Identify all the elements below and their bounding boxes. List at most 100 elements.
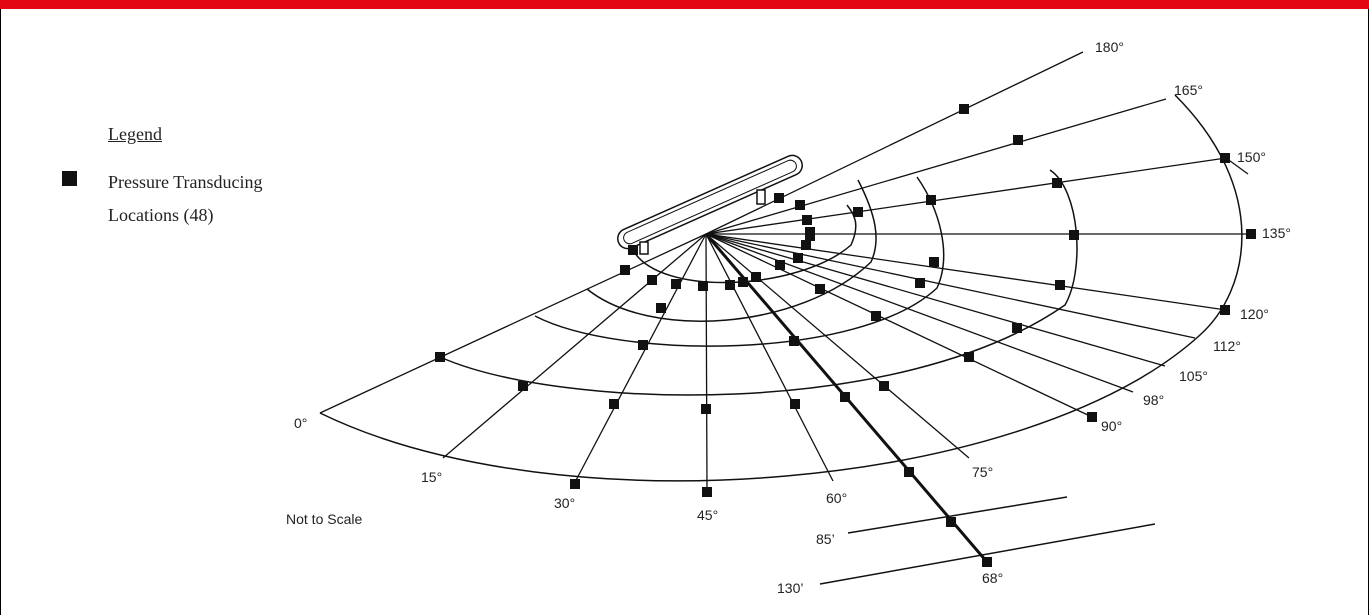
transducer-marker [815, 284, 825, 294]
transducer-marker [620, 265, 630, 275]
radial-120 [705, 233, 1227, 311]
radial-105 [705, 233, 1166, 367]
transducer-marker [982, 557, 992, 567]
pier-structure [617, 154, 803, 255]
transducer-marker [1246, 229, 1256, 239]
transducer-marker [946, 517, 956, 527]
distance-lines [819, 496, 1156, 585]
transducer-marker [853, 207, 863, 217]
label-68: 68° [982, 570, 1003, 586]
transducer-marker [518, 381, 528, 391]
pier-tube-outer [617, 154, 803, 250]
transducer-marker [751, 272, 761, 282]
label-distance-85: 85’ [816, 531, 835, 547]
label-105: 105° [1179, 368, 1208, 384]
not-to-scale-note: Not to Scale [286, 511, 363, 527]
arc-ring-1 [632, 204, 857, 284]
transducer-marker [1052, 178, 1062, 188]
label-120: 120° [1240, 306, 1269, 322]
transducer-marker [964, 352, 974, 362]
radial-112 [705, 233, 1196, 339]
radial-90 [705, 233, 1093, 418]
transducer-marker [926, 195, 936, 205]
label-165: 165° [1174, 82, 1203, 98]
transducer-marker [725, 280, 735, 290]
transducer-marker [795, 200, 805, 210]
transducer-marker [698, 281, 708, 291]
transducer-marker [701, 404, 711, 414]
label-90: 90° [1101, 418, 1122, 434]
transducer-marker [638, 340, 648, 350]
radial-15 [442, 233, 707, 459]
pressure-transducer-markers [435, 104, 1256, 567]
transducer-marker [774, 193, 784, 203]
transducer-marker [775, 260, 785, 270]
transducer-marker [1055, 280, 1065, 290]
transducer-marker [738, 277, 748, 287]
transducer-marker [904, 467, 914, 477]
transducer-marker [805, 231, 815, 241]
transducer-marker [609, 399, 619, 409]
label-distance-130: 130’ [777, 580, 803, 596]
transducer-marker [789, 336, 799, 346]
arc-ring-4 [439, 169, 1078, 396]
distance-labels: 85’ 130’ [777, 531, 835, 596]
label-60: 60° [826, 490, 847, 506]
transducer-marker [435, 352, 445, 362]
radial-75 [705, 233, 970, 459]
transducer-marker [1012, 323, 1022, 333]
label-0: 0° [294, 415, 307, 431]
transducer-marker [793, 253, 803, 263]
transducer-marker [671, 279, 681, 289]
radial-165 [705, 98, 1167, 235]
label-180: 180° [1095, 39, 1124, 55]
transducer-marker [801, 240, 811, 250]
radial-150 [705, 157, 1227, 235]
radial-lines [319, 51, 1252, 563]
legend-item-text: Pressure Transducing Locations (48) [108, 166, 263, 232]
label-30: 30° [554, 495, 575, 511]
transducer-marker [879, 381, 889, 391]
pier-tube-inner [623, 159, 797, 245]
angle-labels: 0° 15° 30° 45° 60° 75° 90° 98° 105° 112°… [294, 39, 1291, 586]
label-112: 112° [1213, 338, 1241, 354]
pier-leg-left [639, 241, 649, 255]
transducer-marker [1069, 230, 1079, 240]
label-98: 98° [1143, 392, 1164, 408]
legend-title: Legend [108, 124, 162, 144]
transducer-marker [871, 311, 881, 321]
transducer-marker [1013, 135, 1023, 145]
transducer-marker [570, 479, 580, 489]
transducer-marker [915, 278, 925, 288]
legend-item-line-2: Locations (48) [108, 205, 214, 225]
transducer-marker [647, 275, 657, 285]
transducer-marker [840, 392, 850, 402]
transducer-marker [1220, 305, 1230, 315]
transducer-marker [1220, 153, 1230, 163]
legend-marker-icon [62, 171, 77, 186]
top-accent-bar [0, 0, 1369, 9]
transducer-marker [790, 399, 800, 409]
radial-180 [705, 51, 1084, 235]
legend-item-line-1: Pressure Transducing [108, 172, 263, 192]
distance-line-85 [847, 496, 1068, 534]
label-75: 75° [972, 464, 993, 480]
transducer-marker [802, 215, 812, 225]
label-135: 135° [1262, 225, 1291, 241]
radial-45 [705, 233, 708, 493]
distance-line-130 [819, 523, 1156, 585]
pier-leg-right [756, 189, 766, 205]
transducer-marker [1087, 412, 1097, 422]
transducer-marker [702, 487, 712, 497]
label-150: 150° [1237, 149, 1266, 165]
transducer-marker [628, 245, 638, 255]
transducer-marker [959, 104, 969, 114]
transducer-marker [929, 257, 939, 267]
label-15: 15° [421, 469, 442, 485]
radial-0 [319, 233, 707, 414]
label-45: 45° [697, 507, 718, 523]
radial-60 [705, 233, 834, 482]
radial-30 [573, 233, 707, 485]
transducer-marker [656, 303, 666, 313]
